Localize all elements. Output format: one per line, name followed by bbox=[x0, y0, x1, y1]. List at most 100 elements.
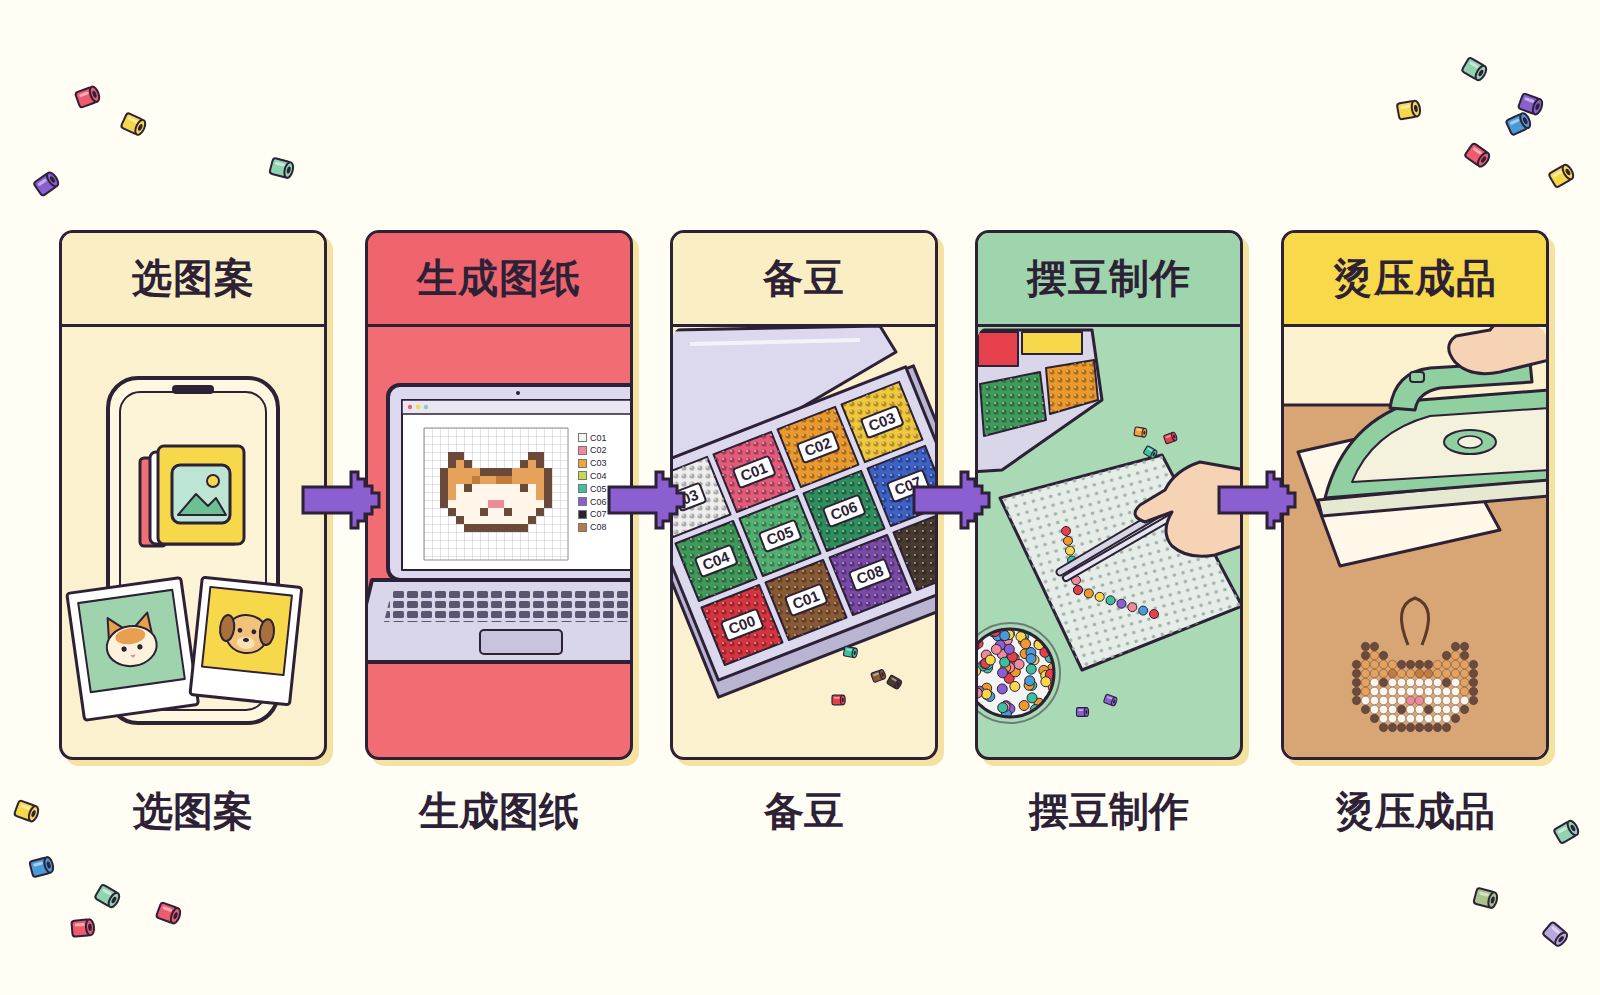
bead-compartment bbox=[740, 496, 821, 576]
pegboard-illustration bbox=[1046, 360, 1098, 414]
fused-bead bbox=[1388, 660, 1396, 668]
fused-bead bbox=[1379, 705, 1387, 713]
pixel bbox=[464, 484, 472, 492]
pixel bbox=[528, 484, 536, 492]
bead-body bbox=[1163, 432, 1175, 444]
bowl-bead bbox=[978, 705, 985, 715]
fused-bead bbox=[1370, 642, 1378, 650]
bead-shine bbox=[1557, 826, 1567, 834]
fused-bead bbox=[1406, 660, 1414, 668]
bead-hole bbox=[111, 896, 118, 904]
fused-bead bbox=[1361, 642, 1369, 650]
fused-bead bbox=[1433, 696, 1441, 704]
bead-end bbox=[1487, 891, 1499, 909]
bead-body bbox=[843, 646, 855, 657]
bead bbox=[121, 113, 148, 137]
bowl-bead bbox=[1010, 667, 1020, 677]
bead-hole bbox=[286, 166, 291, 174]
placed-bead bbox=[1095, 592, 1104, 601]
fused-bead bbox=[1424, 705, 1432, 713]
arrow-shape bbox=[609, 472, 684, 528]
bowl-bead bbox=[1044, 695, 1054, 705]
bowl-beads bbox=[978, 626, 1058, 719]
laptop-illustration bbox=[402, 400, 630, 570]
bowl-bead bbox=[1048, 663, 1058, 673]
cat-photo bbox=[106, 616, 126, 643]
bowl-bead bbox=[1027, 693, 1037, 703]
dog-photo bbox=[190, 577, 302, 705]
bead bbox=[29, 856, 54, 877]
pixel bbox=[536, 452, 544, 460]
fused-bead bbox=[1442, 696, 1450, 704]
pixel bbox=[448, 476, 456, 484]
pixel bbox=[488, 476, 496, 484]
bead-shine bbox=[1510, 118, 1520, 125]
fused-bead bbox=[1460, 696, 1468, 704]
pixel bbox=[472, 508, 480, 516]
bead bbox=[1143, 445, 1158, 459]
bowl-bead bbox=[1021, 639, 1031, 649]
fused-bead bbox=[1406, 696, 1414, 704]
fused-bead bbox=[1451, 705, 1459, 713]
pixel bbox=[504, 524, 512, 532]
pixel bbox=[520, 508, 528, 516]
bead-end bbox=[1111, 697, 1118, 707]
pixel bbox=[488, 468, 496, 476]
bowl-bead bbox=[998, 668, 1008, 678]
bowl-bead bbox=[1029, 655, 1039, 665]
bowl-bead bbox=[1002, 635, 1012, 645]
bowl-bead bbox=[1026, 647, 1036, 657]
bowl-bead bbox=[1039, 665, 1049, 675]
bead bbox=[871, 669, 887, 683]
fused-bead bbox=[1451, 687, 1459, 695]
bead-body bbox=[1461, 57, 1485, 80]
bead-box-illustration bbox=[690, 340, 860, 344]
iron-illustration bbox=[1444, 430, 1496, 454]
bowl-bead bbox=[1048, 680, 1058, 690]
fused-bead bbox=[1424, 678, 1432, 686]
bead-end bbox=[169, 907, 182, 925]
bead bbox=[94, 884, 121, 909]
bead-end bbox=[283, 161, 295, 179]
placed-bead bbox=[1150, 610, 1159, 619]
pixel bbox=[464, 492, 472, 500]
pixel bbox=[464, 524, 472, 532]
bead-body bbox=[156, 902, 178, 923]
fused-bead bbox=[1460, 687, 1468, 695]
bead bbox=[269, 158, 294, 179]
bead-bowl bbox=[978, 629, 1054, 717]
pixel bbox=[504, 476, 512, 484]
fused-bead bbox=[1406, 669, 1414, 677]
pixel bbox=[456, 484, 464, 492]
bead bbox=[33, 171, 60, 197]
pixel bbox=[480, 476, 488, 484]
fused-bead bbox=[1469, 660, 1477, 668]
placed-bead bbox=[1117, 599, 1126, 608]
fused-bead bbox=[1397, 669, 1405, 677]
pixel bbox=[496, 500, 504, 508]
pixel bbox=[496, 492, 504, 500]
bead-compartment bbox=[868, 446, 936, 526]
bead-compartment bbox=[702, 585, 783, 665]
bead-body bbox=[33, 173, 57, 196]
fused-bead bbox=[1433, 660, 1441, 668]
bead-hole bbox=[88, 924, 92, 931]
pixel bbox=[456, 500, 464, 508]
cat-photo bbox=[67, 578, 199, 721]
bowl-bead bbox=[1027, 680, 1037, 690]
bead-shine bbox=[1165, 435, 1171, 438]
bowl-bead bbox=[983, 659, 993, 669]
process-panel: 生成图纸生成图纸 bbox=[365, 230, 633, 840]
pixel bbox=[464, 468, 472, 476]
bead-texture bbox=[714, 432, 795, 512]
bead-box-illustration bbox=[673, 327, 896, 474]
pixel bbox=[440, 492, 448, 500]
bowl-bead bbox=[978, 638, 979, 648]
bead bbox=[14, 800, 40, 823]
pegboard-illustration bbox=[1066, 494, 1211, 578]
panel-frame: 烫压成品 bbox=[1281, 230, 1549, 760]
bead-body bbox=[886, 675, 900, 689]
placed-bead bbox=[1084, 589, 1093, 598]
fused-bead bbox=[1361, 651, 1369, 659]
bowl-bead bbox=[1045, 653, 1055, 663]
